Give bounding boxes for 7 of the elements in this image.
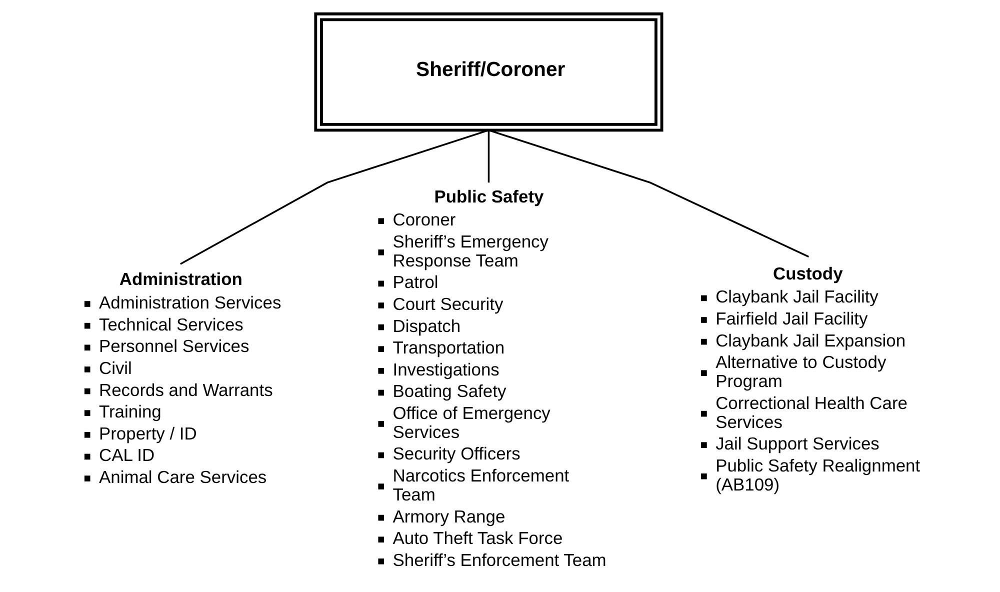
connector xyxy=(488,130,490,183)
node-text: Public Safety Coroner Sheriff’s Emergency Response Team Patrol Court Security Dispatch Transportation Investigations Boating Safety Office of Emergency Services Security Officers Narcotics Enforcement Team Armory Range Auto Theft Task Force Sheriff’s Enforcement Team xyxy=(392,186,606,570)
connector xyxy=(488,129,810,258)
node-text: Administration Administration Services Technical Services Personnel Services Civil Records and Warrants Training Property / ID CAL ID Animal Care Services xyxy=(98,269,282,488)
node-box: Sheriff/Coroner xyxy=(314,12,664,132)
connector xyxy=(180,129,489,265)
node-text: Custody Claybank Jail Facility Fairfield Jail Facility Claybank Jail Expansion Alternative to Custody Program Correctional Health Care Services Jail Support Services Public Safety Realignment (AB109) xyxy=(716,263,920,494)
